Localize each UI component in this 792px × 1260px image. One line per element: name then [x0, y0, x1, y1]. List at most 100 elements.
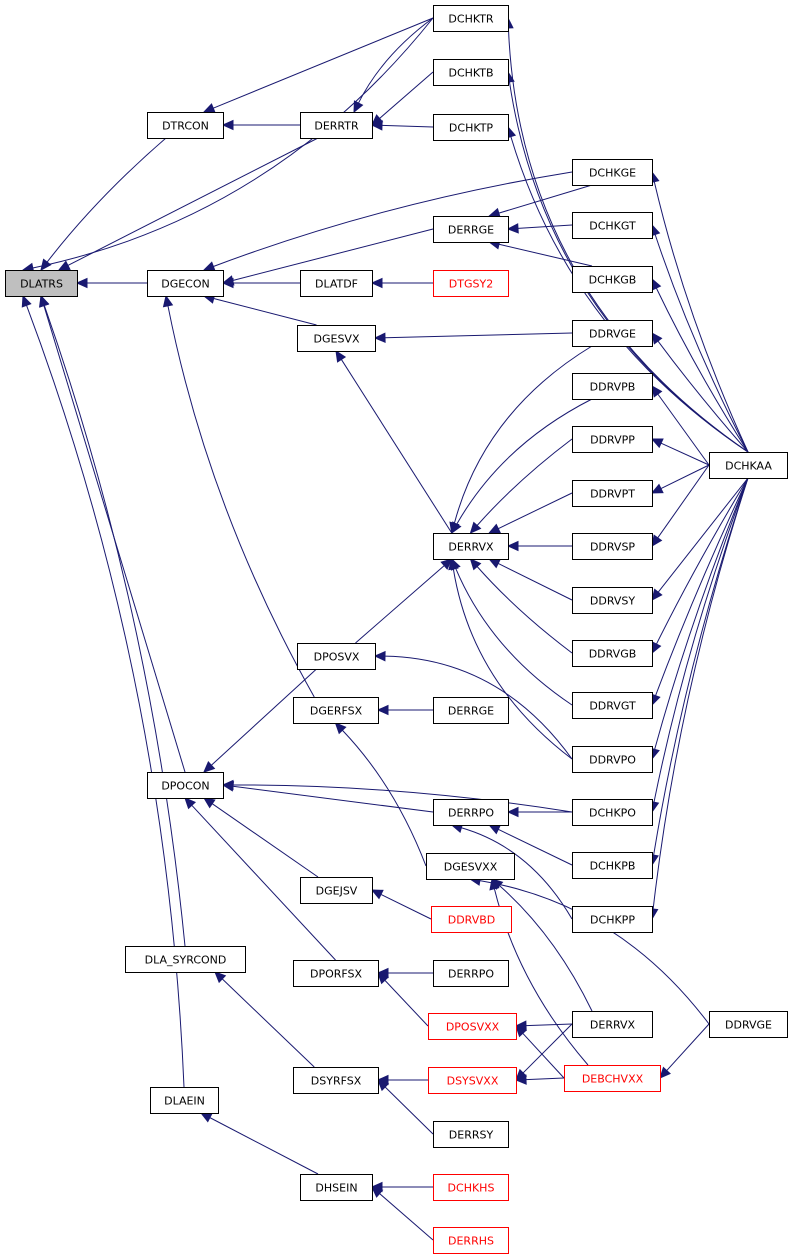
node-dlatrs[interactable]: DLATRS	[5, 270, 78, 297]
node-label: DPOSVXX	[446, 1021, 500, 1034]
node-dchkgt[interactable]: DCHKGT	[572, 212, 653, 239]
node-dlatdf[interactable]: DLATDF	[300, 270, 373, 297]
edge-dchkpo-to-dpocon	[232, 784, 573, 813]
node-box	[572, 320, 653, 347]
node-ddrvpt[interactable]: DDRVPT	[572, 480, 653, 507]
edge-ddrvgb-to-derrvx	[476, 566, 573, 654]
node-box	[572, 906, 653, 933]
node-label: DCHKPB	[590, 860, 636, 873]
node-dposvx[interactable]: DPOSVX	[297, 643, 376, 670]
node-label: DCHKTB	[448, 67, 493, 80]
arrowhead-dgerfsx	[334, 722, 347, 735]
arrowhead-dtrcon	[221, 119, 234, 131]
node-ddrvpo[interactable]: DDRVPO	[572, 746, 653, 773]
edge-dchkpp-to-derrpo	[461, 827, 573, 920]
node-label: DCHKGE	[589, 167, 636, 180]
node-derrge2[interactable]: DERRGE	[433, 697, 509, 724]
node-dchktr[interactable]: DCHKTR	[433, 5, 509, 32]
node-box	[147, 772, 224, 799]
node-derrhs[interactable]: DERRHS	[433, 1227, 509, 1254]
edge-dchkaa-to-ddrvgt	[655, 477, 749, 696]
node-label: DERRSY	[449, 1129, 494, 1142]
node-derrpo2[interactable]: DERRPO	[433, 960, 509, 987]
node-label: DGERFSX	[310, 705, 363, 718]
edge-derrge-to-dgecon	[232, 228, 434, 281]
node-dchkpp[interactable]: DCHKPP	[572, 906, 653, 933]
node-box	[150, 1087, 219, 1114]
node-label: DLATRS	[20, 278, 63, 291]
node-dgesvx[interactable]: DGESVX	[297, 325, 376, 352]
node-box	[293, 960, 379, 987]
node-ddrvsy[interactable]: DDRVSY	[572, 587, 653, 614]
edge-dchkaa-to-ddrvpo	[654, 477, 749, 750]
node-dchkpb[interactable]: DCHKPB	[572, 852, 653, 879]
node-derrge[interactable]: DERRGE	[433, 216, 509, 243]
node-label: DLATDF	[315, 278, 358, 291]
node-label: DLA_SYRCOND	[145, 954, 227, 967]
node-box	[572, 1011, 653, 1038]
node-dtrcon[interactable]: DTRCON	[147, 112, 224, 139]
edge-dchkgb-to-derrge	[498, 243, 593, 267]
node-dtgsy2[interactable]: DTGSY2	[433, 270, 509, 297]
edge-derrvx2-to-dposvxx	[525, 1023, 573, 1027]
node-dchkhs[interactable]: DCHKHS	[433, 1174, 509, 1201]
arrowhead-derrpo	[506, 806, 519, 818]
arrowhead-dgesvx	[373, 332, 386, 344]
node-derrpo[interactable]: DERRPO	[433, 799, 509, 826]
node-dpocon[interactable]: DPOCON	[147, 772, 224, 799]
node-ddrvpb[interactable]: DDRVPB	[572, 373, 653, 400]
arrowhead-dlatrs	[40, 258, 52, 271]
node-ddrvpp[interactable]: DDRVPP	[572, 426, 653, 453]
node-label: DPOCON	[161, 780, 209, 793]
node-dhsein[interactable]: DHSEIN	[300, 1174, 373, 1201]
edge-ddrvge-to-derrvx	[453, 345, 593, 524]
node-dlaein[interactable]: DLAEIN	[150, 1087, 219, 1114]
node-dchktb[interactable]: DCHKTB	[433, 59, 509, 86]
node-label: DDRVSY	[590, 595, 635, 608]
edge-ddrvbd-to-dgejsv	[380, 893, 432, 920]
node-box	[572, 266, 653, 293]
node-derrsy[interactable]: DERRSY	[433, 1121, 509, 1148]
node-box	[433, 533, 509, 560]
node-ddrvsp[interactable]: DDRVSP	[572, 533, 653, 560]
node-ddrvgb[interactable]: DDRVGB	[572, 640, 653, 667]
node-ddrvge2[interactable]: DDRVGE	[709, 1011, 788, 1038]
edge-dchkgt-to-derrge	[517, 224, 573, 229]
node-dsyrfsx[interactable]: DSYRFSX	[293, 1067, 379, 1094]
node-dchktp[interactable]: DCHKTP	[433, 114, 509, 141]
node-dgesvxx[interactable]: DGESVXX	[426, 853, 515, 880]
arrowhead-dgejsv	[370, 889, 384, 900]
arrowhead-dporfsx	[377, 972, 390, 985]
node-box	[433, 270, 509, 297]
node-dchkgb[interactable]: DCHKGB	[572, 266, 653, 293]
edge-dchktr-to-derrtr	[358, 17, 434, 104]
arrowhead-dgerfsx	[376, 704, 389, 716]
node-derrvx[interactable]: DERRVX	[433, 533, 509, 560]
node-derrvx2[interactable]: DERRVX	[572, 1011, 653, 1038]
node-dchkge[interactable]: DCHKGE	[572, 159, 653, 186]
edge-derrpo-to-dpocon	[232, 785, 434, 813]
node-box	[572, 533, 653, 560]
node-dgerfsx[interactable]: DGERFSX	[293, 697, 379, 724]
node-ddrvbd[interactable]: DDRVBD	[431, 906, 512, 933]
node-dchkpo[interactable]: DCHKPO	[572, 799, 653, 826]
edge-derrhs-to-dhsein	[379, 1193, 434, 1241]
node-derrtr[interactable]: DERRTR	[300, 112, 373, 139]
node-label: DERRPO	[448, 807, 494, 820]
node-dposvxx[interactable]: DPOSVXX	[428, 1013, 517, 1040]
node-box	[300, 270, 373, 297]
node-dporfsx[interactable]: DPORFSX	[293, 960, 379, 987]
node-dsysvxx[interactable]: DSYSVXX	[428, 1067, 517, 1094]
node-ddrvgt[interactable]: DDRVGT	[572, 692, 653, 719]
arrowhead-derrtr	[370, 120, 383, 131]
node-dgecon[interactable]: DGECON	[147, 270, 224, 297]
node-debchvxx[interactable]: DEBCHVXX	[564, 1065, 661, 1092]
node-box	[572, 799, 653, 826]
edge-dposvxx-to-dporfsx	[384, 979, 429, 1027]
edge-ddrvgt-to-derrvx	[455, 568, 573, 706]
node-label: DDRVGE	[589, 328, 636, 341]
node-dla-syrcond[interactable]: DLA_SYRCOND	[125, 946, 246, 973]
node-dchkaa[interactable]: DCHKAA	[709, 452, 788, 479]
node-ddrvge[interactable]: DDRVGE	[572, 320, 653, 347]
node-dgejsv[interactable]: DGEJSV	[300, 877, 373, 904]
